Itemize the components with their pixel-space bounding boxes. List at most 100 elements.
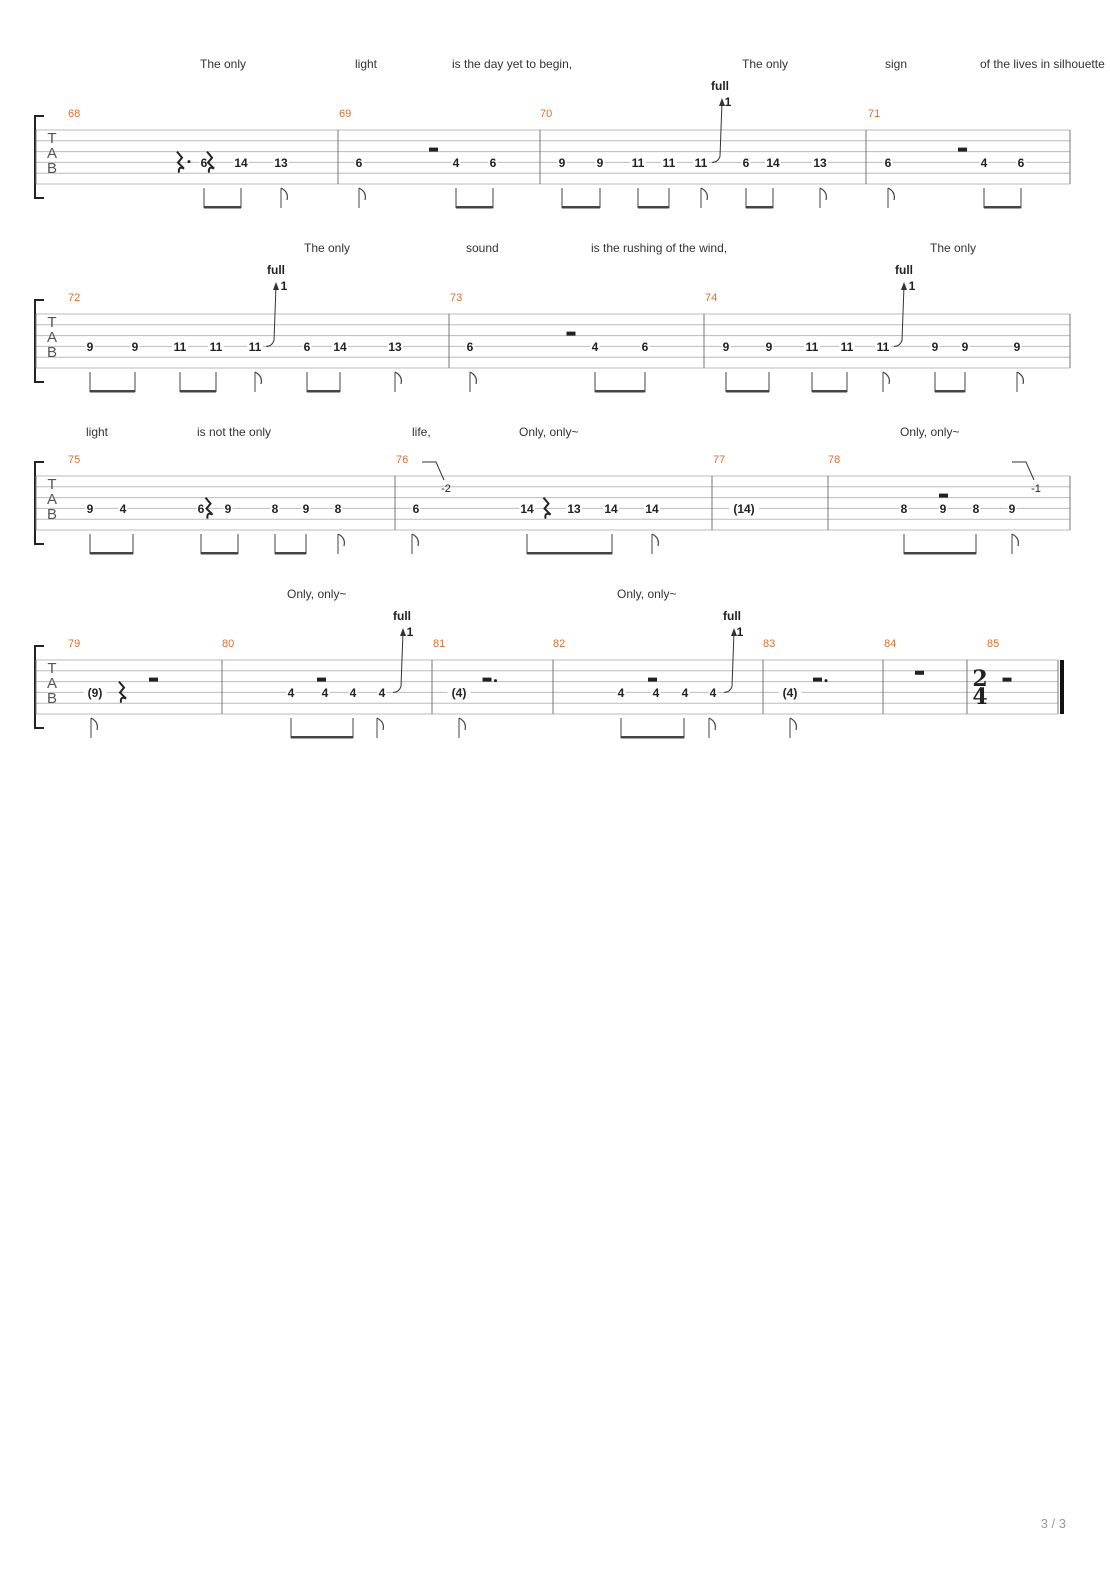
tab-clef-letter: A (47, 329, 57, 346)
measure-number: 71 (868, 108, 880, 120)
system-bracket (34, 461, 44, 545)
fret-background (804, 339, 820, 353)
fret-number: 9 (87, 340, 94, 354)
fret-number: 6 (201, 156, 208, 170)
fret-number: 6 (743, 156, 750, 170)
lyric-syllable: sound (466, 241, 499, 255)
note-flag (411, 533, 419, 547)
lyric-syllable: Only, only~ (900, 425, 959, 439)
bend-step-label: 1 (281, 279, 288, 293)
note-beam (456, 206, 493, 209)
time-signature-top: 2 (972, 666, 987, 692)
eighth-rest (118, 680, 127, 703)
fret-background (118, 501, 128, 515)
fret-background (488, 155, 498, 169)
note-flag (376, 717, 384, 731)
note-flag (458, 717, 466, 731)
bend-amount-label: full (393, 609, 411, 623)
fret-number: 11 (632, 156, 645, 170)
bend-arrow (265, 285, 277, 347)
fret-number: 9 (597, 156, 604, 170)
bend-step-label: 1 (725, 95, 732, 109)
tab-clef-letter: A (47, 675, 57, 692)
lyric-syllable: light (355, 57, 378, 71)
fret-background (332, 339, 348, 353)
fret-background (447, 685, 471, 699)
fret-background (839, 339, 855, 353)
fret-number: 9 (723, 340, 730, 354)
fret-number: 4 (618, 686, 625, 700)
fret-number: 6 (1018, 156, 1025, 170)
fret-number: 11 (249, 340, 262, 354)
note-flag (700, 187, 708, 201)
note-flag (882, 371, 890, 385)
lyric-syllable: light (86, 425, 109, 439)
fret-number: (9) (88, 686, 103, 700)
fret-number: 9 (132, 340, 139, 354)
fret-background (301, 501, 311, 515)
lyric-syllable: Only, only~ (617, 587, 676, 601)
page-number: 3 / 3 (1040, 1516, 1066, 1531)
fret-number: 4 (379, 686, 386, 700)
bend-step-label: 1 (909, 279, 916, 293)
tab-clef-letter: B (47, 160, 57, 177)
note-beam (904, 552, 976, 555)
fret-background (590, 339, 600, 353)
note-beam (90, 390, 135, 393)
note-flag (819, 187, 827, 201)
measure-number: 74 (705, 292, 717, 304)
fret-number: (4) (783, 686, 798, 700)
note-beam (984, 206, 1021, 209)
fret-background (1016, 155, 1026, 169)
fret-background (196, 501, 206, 515)
measure-number: 80 (222, 638, 234, 650)
fret-background (387, 339, 403, 353)
fret-number: 9 (932, 340, 939, 354)
fret-background (354, 155, 364, 169)
note-beam (638, 206, 669, 209)
fret-background (247, 339, 263, 353)
fret-background (979, 155, 989, 169)
tab-clef-letter: T (47, 476, 56, 493)
note-beam (621, 736, 684, 739)
fret-number: 6 (413, 502, 420, 516)
measure-number: 82 (553, 638, 565, 650)
fret-number: 13 (813, 156, 827, 170)
fret-number: 11 (806, 340, 819, 354)
fret-number: (14) (733, 502, 754, 516)
bend-arrowhead (731, 628, 737, 636)
release-line (1012, 461, 1035, 481)
fret-background (729, 501, 759, 515)
fret-background (741, 155, 751, 169)
fret-number: 13 (567, 502, 581, 516)
fret-number: 9 (225, 502, 232, 516)
note-beam (562, 206, 600, 209)
bend-arrow (711, 101, 723, 163)
tab-clef-letter: T (47, 130, 56, 147)
measure-number: 68 (68, 108, 80, 120)
fret-background (411, 501, 421, 515)
fret-number: 9 (303, 502, 310, 516)
bend-amount-label: full (895, 263, 913, 277)
measure-number: 76 (396, 454, 408, 466)
fret-background (680, 685, 690, 699)
system-bracket (34, 645, 44, 729)
fret-background (938, 501, 948, 515)
fret-background (320, 685, 330, 699)
quarter-rest (206, 150, 215, 173)
half-rest (958, 147, 967, 152)
note-flag (254, 371, 262, 385)
note-flag (280, 187, 288, 201)
lyric-syllable: is not the only (197, 425, 271, 439)
bend-step-label: 1 (407, 625, 414, 639)
fret-background (764, 339, 774, 353)
measure-number: 70 (540, 108, 552, 120)
bend-arrow (893, 285, 905, 347)
fret-background (451, 155, 461, 169)
fret-background (270, 501, 280, 515)
note-beam (595, 390, 645, 393)
lyric-syllable: Only, only~ (519, 425, 578, 439)
fret-number: 6 (490, 156, 497, 170)
